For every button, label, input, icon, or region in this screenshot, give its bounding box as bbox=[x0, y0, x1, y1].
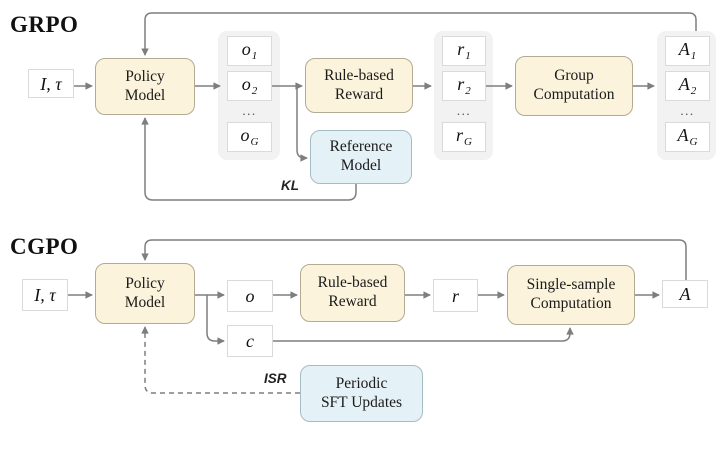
grpo-advantages-ellipsis: ... bbox=[680, 102, 695, 118]
cgpo-wire-branch-to-c bbox=[206, 295, 225, 345]
grpo-output-1-box: o1 bbox=[227, 36, 272, 66]
cgpo-policy-line1: Policy bbox=[125, 274, 165, 292]
cgpo-single-comp-line2: Computation bbox=[530, 295, 612, 312]
cgpo-constraint-label: c bbox=[246, 331, 254, 351]
grpo-advantage-g-label: AG bbox=[677, 124, 698, 149]
cgpo-single-sample-computation-box: Single-sample Computation bbox=[507, 265, 635, 325]
grpo-output-1-label: o1 bbox=[241, 38, 258, 63]
cgpo-policy-line2: Model bbox=[124, 293, 166, 311]
cgpo-constraint-box: c bbox=[227, 325, 273, 357]
cgpo-advantage-box: A bbox=[662, 280, 708, 308]
grpo-group-comp-line2: Computation bbox=[533, 86, 615, 103]
grpo-reward-2-label: r2 bbox=[457, 73, 471, 98]
cgpo-input-label: I, τ bbox=[34, 285, 56, 305]
grpo-output-2-label: o2 bbox=[241, 73, 258, 98]
grpo-reference-line2: Model bbox=[340, 157, 382, 174]
grpo-advantage-2-label: A2 bbox=[678, 73, 697, 98]
grpo-reference-line1: Reference bbox=[329, 138, 393, 156]
cgpo-reward-box: r bbox=[433, 279, 478, 312]
grpo-rewards-ellipsis: ... bbox=[456, 102, 472, 118]
cgpo-policy-model-box: Policy Model bbox=[95, 263, 195, 324]
grpo-advantage-1-box: A1 bbox=[665, 36, 710, 66]
cgpo-sft-line1: Periodic bbox=[335, 374, 388, 392]
grpo-outputs-ellipsis: ... bbox=[242, 102, 257, 118]
grpo-reward-1-label: r1 bbox=[457, 38, 471, 63]
grpo-reward-g-box: rG bbox=[442, 122, 486, 152]
grpo-policy-line1: Policy bbox=[125, 67, 165, 85]
grpo-group-comp-line1: Group bbox=[554, 67, 594, 85]
cgpo-sft-line2: SFT Updates bbox=[320, 393, 403, 411]
cgpo-output-box: o bbox=[227, 280, 273, 312]
cgpo-reward-label: r bbox=[451, 285, 459, 306]
cgpo-output-label: o bbox=[245, 286, 255, 306]
grpo-rule-reward-line1: Rule-based bbox=[324, 66, 394, 84]
grpo-input-box: I, τ bbox=[28, 69, 74, 98]
grpo-rule-reward-box: Rule-based Reward bbox=[305, 58, 413, 113]
cgpo-periodic-sft-box: Periodic SFT Updates bbox=[300, 365, 423, 422]
cgpo-input-box: I, τ bbox=[22, 279, 68, 311]
grpo-advantage-g-box: AG bbox=[665, 122, 710, 152]
grpo-advantage-2-box: A2 bbox=[665, 71, 710, 101]
grpo-reward-g-label: rG bbox=[456, 124, 472, 149]
grpo-policy-model-box: Policy Model bbox=[95, 58, 195, 115]
grpo-title: GRPO bbox=[10, 12, 79, 37]
cgpo-rule-reward-box: Rule-based Reward bbox=[300, 264, 405, 322]
cgpo-single-comp-line1: Single-sample bbox=[526, 276, 616, 294]
cgpo-rule-reward-line2: Reward bbox=[328, 293, 377, 310]
cgpo-rule-reward-line1: Rule-based bbox=[317, 274, 388, 292]
cgpo-isr-label: ISR bbox=[264, 371, 287, 386]
grpo-output-2-box: o2 bbox=[227, 71, 272, 101]
grpo-kl-label: KL bbox=[281, 178, 299, 193]
grpo-input-label: I, τ bbox=[40, 73, 62, 94]
cgpo-title: CGPO bbox=[10, 234, 79, 259]
grpo-reward-2-box: r2 bbox=[442, 71, 486, 101]
grpo-reward-1-box: r1 bbox=[442, 36, 486, 66]
grpo-reference-model-box: Reference Model bbox=[310, 130, 412, 184]
grpo-output-g-box: oG bbox=[227, 122, 272, 152]
grpo-group-computation-box: Group Computation bbox=[515, 56, 633, 116]
grpo-output-g-label: oG bbox=[240, 124, 259, 149]
grpo-policy-line2: Model bbox=[124, 86, 166, 104]
grpo-advantage-1-label: A1 bbox=[678, 38, 697, 63]
cgpo-advantage-label: A bbox=[679, 284, 691, 304]
cgpo-wire-c-to-comp-bottom bbox=[273, 327, 574, 342]
grpo-rule-reward-line2: Reward bbox=[334, 85, 384, 103]
